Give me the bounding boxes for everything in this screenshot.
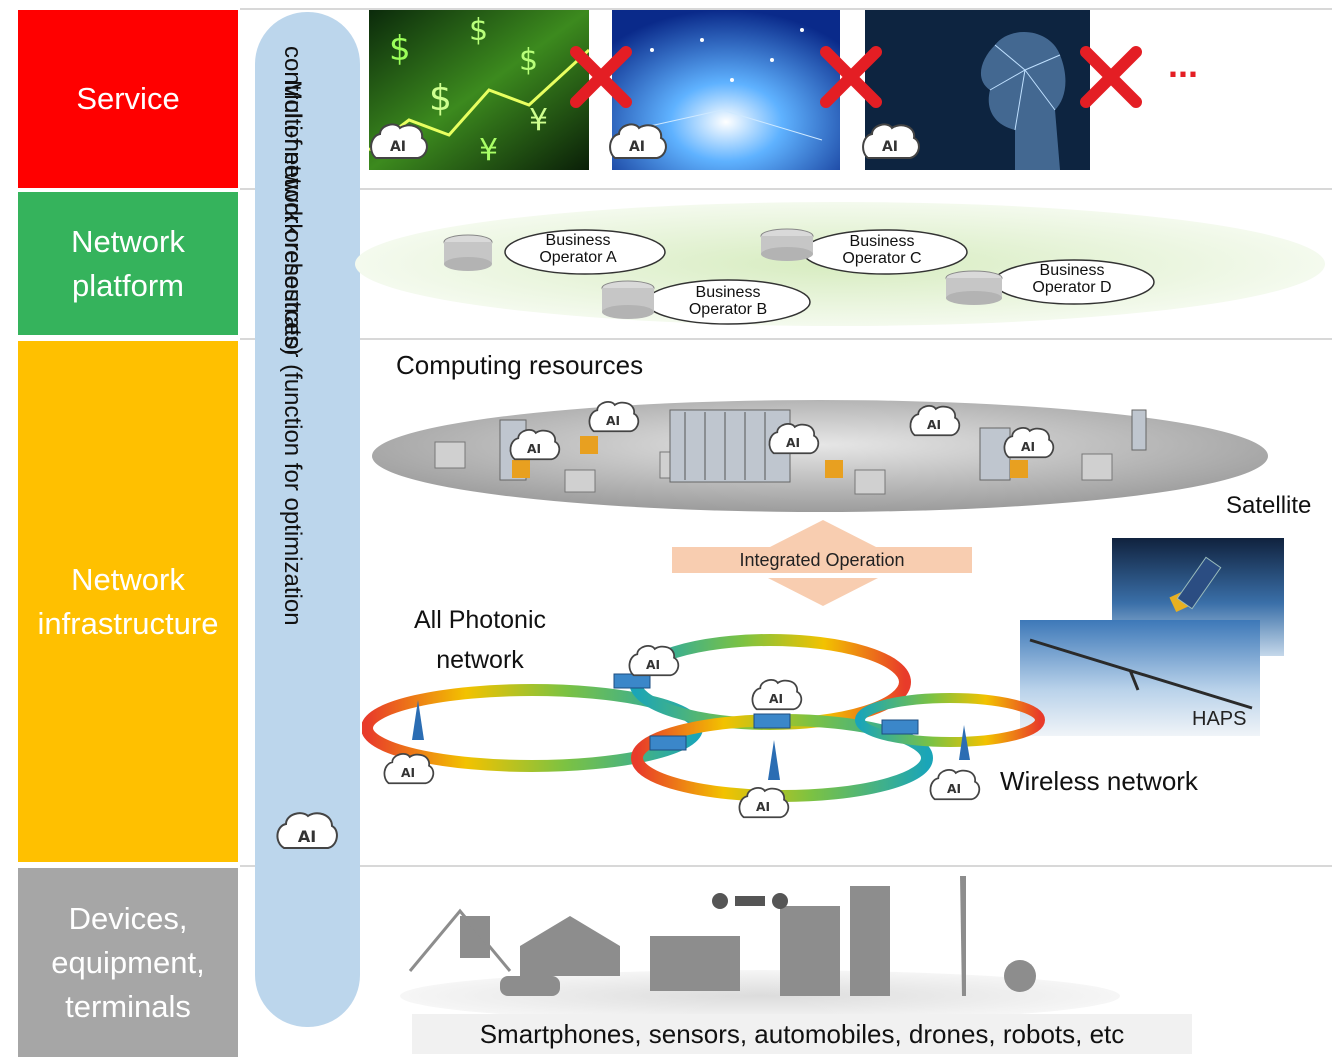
ai-brain-icon: AI	[738, 787, 790, 819]
ai-brain-text: AI	[756, 800, 770, 814]
wireless-network-label: Wireless network	[1000, 766, 1198, 796]
photonic-line1: All Photonic	[414, 606, 547, 634]
operator-c-bubble	[760, 228, 968, 275]
ai-brain-text: AI	[646, 658, 660, 672]
layer-network-infrastructure: Network infrastructure	[18, 341, 238, 862]
svg-text:$: $	[389, 29, 411, 69]
ai-brain-icon: AI	[751, 679, 803, 711]
operator-b-line1: Business	[695, 284, 761, 301]
svg-text:$: $	[469, 13, 488, 48]
ai-brain-icon: AI	[768, 423, 820, 455]
photonic-rings	[362, 634, 1045, 802]
svg-text:¥: ¥	[529, 103, 548, 138]
operator-c-line1: Business	[849, 233, 915, 250]
ai-brain-text: AI	[927, 418, 941, 432]
operator-a-line1: Business	[545, 232, 611, 249]
operator-b-line2: Operator B	[688, 301, 768, 318]
separator-platform	[240, 338, 1332, 340]
devices-illustration	[400, 876, 1120, 1016]
layer-devices-label: Devices, equipment, terminals	[51, 900, 205, 1024]
ai-brain-text: AI	[390, 139, 406, 155]
computing-resources-label: Computing resources	[396, 350, 644, 380]
separator-infrastructure	[240, 865, 1332, 867]
operator-a-line2: Operator A	[539, 249, 617, 266]
ai-brain-text: AI	[401, 766, 415, 780]
ai-brain-text: AI	[606, 414, 620, 428]
ai-brain-icon: AI	[909, 405, 961, 437]
haps-image	[1020, 620, 1260, 736]
orchestrator-bar	[255, 12, 360, 1027]
ai-brain-text: AI	[947, 782, 961, 796]
operator-d-line2: Operator D	[1032, 279, 1112, 296]
devices-caption: Smartphones, sensors, automobiles, drone…	[412, 1014, 1192, 1054]
cross-icon	[820, 46, 882, 108]
ai-brain-icon: AI	[628, 645, 680, 677]
ai-brain-text: AI	[882, 139, 898, 155]
ai-brain-text: AI	[1021, 440, 1035, 454]
layer-service-label: Service	[76, 81, 180, 116]
haps-label: HAPS	[1192, 708, 1247, 730]
ai-brain-icon: AI	[370, 123, 428, 159]
ai-brain-text: AI	[527, 442, 541, 456]
cross-icon	[1080, 46, 1142, 108]
ai-brain-icon: AI	[509, 429, 561, 461]
layer-devices: Devices, equipment, terminals	[18, 868, 238, 1057]
operator-a-bubble	[443, 229, 666, 275]
integrated-arrow	[768, 520, 878, 606]
ai-brain-text: AI	[629, 139, 645, 155]
photonic-line2: network	[436, 646, 524, 674]
ai-brain-icon: AI	[862, 123, 920, 159]
orchestrator-line-2: control of network resources)	[279, 46, 306, 356]
operator-b-bubble	[601, 279, 811, 325]
svg-text:$: $	[519, 43, 538, 78]
ai-brain-icon: AI	[609, 123, 667, 159]
ai-brain-text: AI	[769, 692, 783, 706]
orchestrator-ai-text: AI	[298, 827, 316, 846]
operator-c-line2: Operator C	[842, 250, 922, 267]
integrated-operation-label: Integrated Operation	[672, 547, 972, 573]
layer-network-infrastructure-label: Network infrastructure	[37, 561, 219, 641]
ai-brain-icon: AI	[588, 401, 640, 433]
separator-top	[240, 8, 1332, 10]
layer-service: Service	[18, 10, 238, 188]
svg-text:¥: ¥	[479, 133, 498, 168]
ai-brain-text: AI	[786, 436, 800, 450]
service-ellipsis: ...	[1168, 44, 1199, 85]
layer-network-platform-label: Network platform	[71, 223, 185, 303]
photonic-label: All Photonic network	[414, 600, 546, 680]
ai-brain-icon: AI	[1003, 427, 1055, 459]
operator-d-line1: Business	[1039, 262, 1105, 279]
operator-d-bubble	[945, 259, 1155, 305]
ai-brain-icon: AI	[383, 753, 435, 785]
orchestrator-ai-icon: AI	[276, 812, 338, 849]
satellite-label: Satellite	[1226, 492, 1312, 519]
cross-icon	[570, 46, 632, 108]
ai-brain-icon: AI	[929, 769, 981, 801]
svg-text:$: $	[429, 78, 452, 119]
layer-network-platform: Network platform	[18, 192, 238, 335]
separator-service	[240, 188, 1332, 190]
